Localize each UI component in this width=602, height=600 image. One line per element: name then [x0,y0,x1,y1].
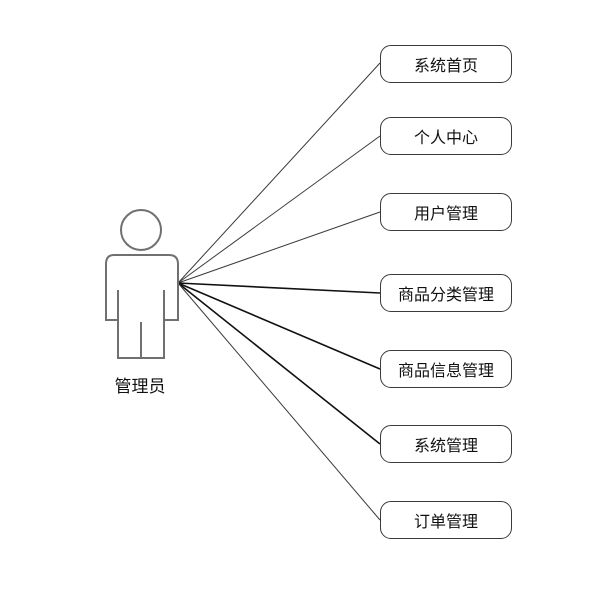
association-line-5 [177,282,381,370]
use-case-system-home[interactable]: 系统首页 [380,45,512,83]
association-line-2 [177,135,381,284]
actor-head [120,209,162,251]
use-case-order-management[interactable]: 订单管理 [380,501,512,539]
association-lines [177,62,381,521]
actor-figure-icon [105,209,179,359]
actor-label: 管理员 [114,377,166,397]
use-case-personal-center[interactable]: 个人中心 [380,117,512,155]
use-case-category-management[interactable]: 商品分类管理 [380,274,512,312]
actor-body [105,254,179,359]
use-case-user-management[interactable]: 用户管理 [380,193,512,231]
association-line-3 [177,211,381,284]
association-line-1 [177,62,381,284]
association-line-4 [177,282,381,294]
use-case-product-info-management[interactable]: 商品信息管理 [380,350,512,388]
association-line-6 [177,282,381,445]
association-line-7 [177,282,381,521]
use-case-system-management[interactable]: 系统管理 [380,425,512,463]
